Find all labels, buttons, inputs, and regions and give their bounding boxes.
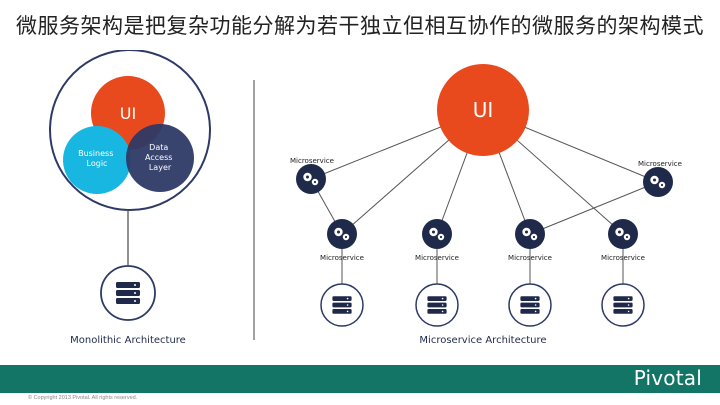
data-access-line-3: Layer	[149, 163, 172, 172]
microservice-label: Microservice	[320, 254, 364, 262]
database-icon	[613, 296, 633, 314]
database-icon	[427, 296, 447, 314]
data-access-line-1: Data	[149, 143, 168, 152]
micro-ui-circle	[437, 64, 529, 156]
pivotal-logo: Pivotal	[633, 366, 702, 390]
database-icon	[332, 296, 352, 314]
slide-title: 微服务架构是把复杂功能分解为若干独立但相互协作的微服务的架构模式	[16, 14, 704, 38]
microservice-caption: Microservice Architecture	[419, 335, 546, 346]
database-icon	[116, 282, 140, 304]
microservice-label: Microservice	[601, 254, 645, 262]
footer-bar: Pivotal	[0, 365, 720, 393]
microservice-label-upper-right: Microservice	[638, 160, 682, 168]
data-access-line-2: Access	[145, 153, 172, 162]
business-logic-circle	[63, 126, 131, 194]
database-icon	[520, 296, 540, 314]
copyright-notice: © Copyright 2013 Pivotal. All rights res…	[28, 395, 138, 401]
microservice-label-upper-left: Microservice	[290, 157, 334, 165]
monolith-outline	[49, 50, 211, 211]
business-logic-label: Business Logic	[78, 149, 116, 168]
monolith-caption: Monolithic Architecture	[70, 335, 186, 346]
microservice-group: UI Microservice Microservice Microservic…	[290, 64, 682, 346]
data-access-circle	[126, 124, 194, 192]
diagram-panel: UI Business Logic Data Access Layer Mono…	[0, 50, 720, 365]
business-logic-line-1: Business	[78, 149, 113, 158]
microservice-label: Microservice	[508, 254, 552, 262]
micro-ui-label: UI	[473, 98, 494, 122]
microservice-label: Microservice	[415, 254, 459, 262]
monolith-ui-label: UI	[120, 104, 136, 123]
data-access-label: Data Access Layer	[145, 143, 175, 172]
business-logic-line-2: Logic	[87, 159, 108, 168]
monolith-group: UI Business Logic Data Access Layer Mono…	[49, 50, 211, 346]
